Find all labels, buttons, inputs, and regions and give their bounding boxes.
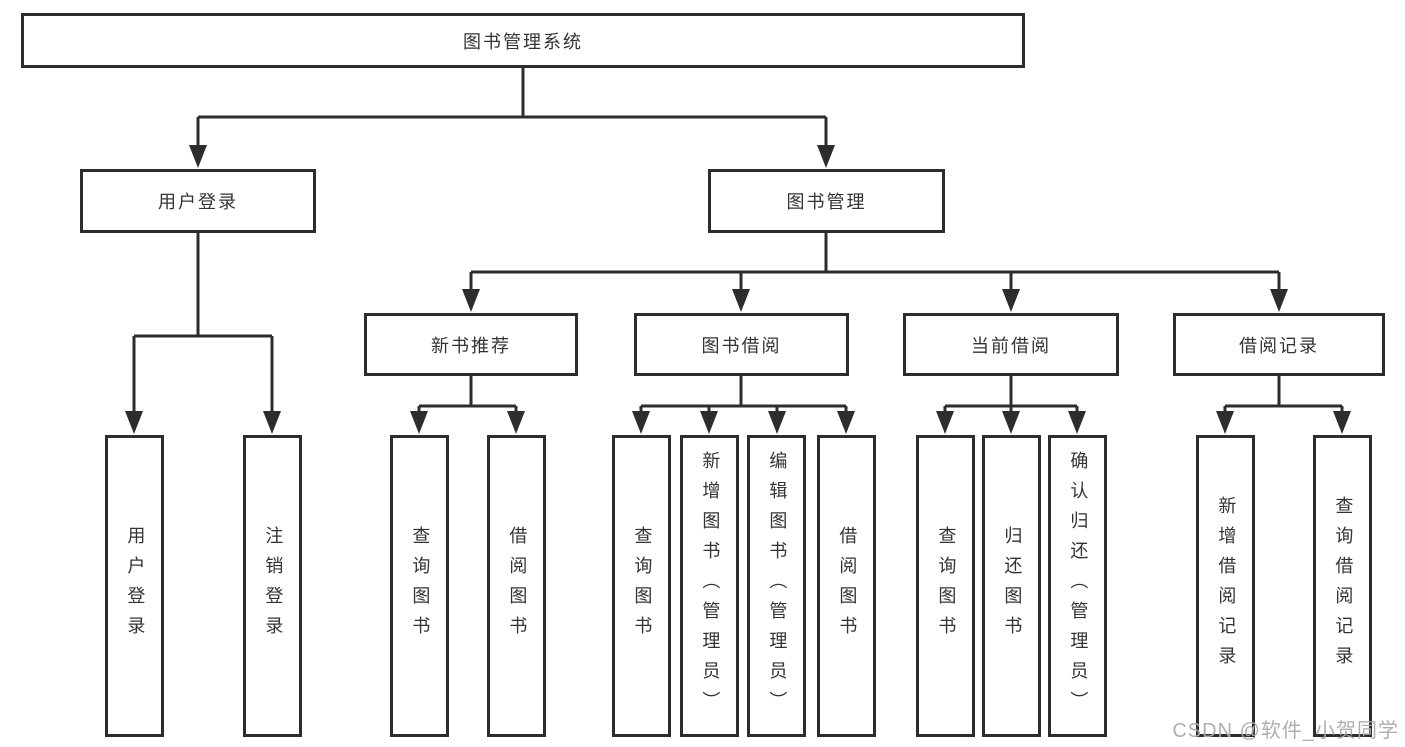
node-rec-query-book: 查询图书	[390, 435, 449, 737]
node-br-query-record: 查询借阅记录	[1313, 435, 1372, 737]
node-book-mgmt-group: 图书管理	[708, 169, 945, 233]
node-current-borrow: 当前借阅	[903, 313, 1119, 376]
node-bb-query-book-label: 查询图书	[632, 526, 653, 646]
node-br-add-record: 新增借阅记录	[1196, 435, 1255, 737]
node-rec-query-book-label: 查询图书	[410, 526, 431, 646]
node-cb-return-book: 归还图书	[982, 435, 1041, 737]
watermark: CSDN @软件_小贺同学	[1172, 720, 1399, 742]
node-br-add-record-label: 新增借阅记录	[1216, 496, 1237, 676]
node-bb-add-book-label: 新增图书（管理员）	[700, 451, 721, 721]
node-bb-borrow-book: 借阅图书	[817, 435, 876, 737]
node-bb-query-book: 查询图书	[612, 435, 671, 737]
node-br-query-record-label: 查询借阅记录	[1333, 496, 1354, 676]
node-rec-borrow-book-label: 借阅图书	[507, 526, 528, 646]
node-new-book-rec-label: 新书推荐	[431, 335, 511, 356]
node-cb-confirm-return: 确认归还（管理员）	[1048, 435, 1107, 737]
node-borrow-record-label: 借阅记录	[1239, 335, 1319, 356]
node-cb-return-book-label: 归还图书	[1002, 526, 1023, 646]
node-user-login-group: 用户登录	[80, 169, 316, 233]
node-new-book-rec: 新书推荐	[364, 313, 578, 376]
node-book-mgmt-group-label: 图书管理	[786, 192, 867, 212]
node-book-borrow: 图书借阅	[634, 313, 849, 376]
node-book-borrow-label: 图书借阅	[701, 335, 782, 356]
node-bb-edit-book-label: 编辑图书（管理员）	[767, 451, 788, 721]
node-rec-borrow-book: 借阅图书	[487, 435, 546, 737]
node-cb-confirm-return-label: 确认归还（管理员）	[1068, 451, 1089, 721]
node-logout-login-label: 注销登录	[263, 526, 284, 646]
node-bb-borrow-book-label: 借阅图书	[837, 526, 858, 646]
node-user-login: 用户登录	[105, 435, 164, 737]
node-current-borrow-label: 当前借阅	[971, 335, 1051, 356]
node-bb-edit-book: 编辑图书（管理员）	[747, 435, 806, 737]
node-user-login-group-label: 用户登录	[158, 192, 238, 212]
arrowheads	[125, 145, 1351, 434]
node-cb-query-book: 查询图书	[916, 435, 975, 737]
node-user-login-label: 用户登录	[125, 526, 146, 646]
node-root: 图书管理系统	[21, 13, 1025, 68]
node-root-label: 图书管理系统	[463, 31, 583, 52]
node-cb-query-book-label: 查询图书	[936, 526, 957, 646]
node-borrow-record: 借阅记录	[1173, 313, 1385, 376]
node-bb-add-book: 新增图书（管理员）	[680, 435, 739, 737]
node-logout-login: 注销登录	[243, 435, 302, 737]
